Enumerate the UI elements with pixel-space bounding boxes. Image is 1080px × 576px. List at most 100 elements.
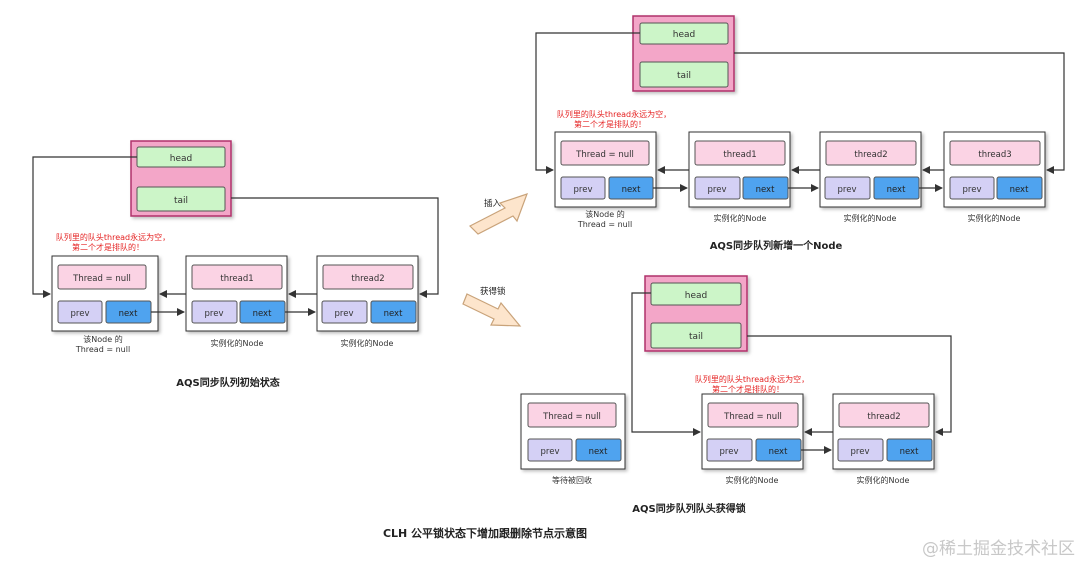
prev-field xyxy=(694,176,741,200)
thread-field xyxy=(838,402,930,428)
queue-note-line1: 队列里的队头thread永远为空， xyxy=(695,374,809,384)
tail-field xyxy=(650,322,742,349)
queue-note-line1: 队列里的队头thread永远为空， xyxy=(557,109,671,119)
queue-note-line2: 第二个才是排队的！ xyxy=(574,119,646,129)
queue-note-line2: 第二个才是排队的！ xyxy=(72,242,144,252)
watermark: @稀土掘金技术社区 xyxy=(922,539,1075,559)
prev-label: prev xyxy=(838,185,857,195)
tail-label: tail xyxy=(677,71,691,81)
prev-label: prev xyxy=(335,309,354,319)
node-caption: 实例化的Node xyxy=(857,475,910,485)
queue-note-line2: 第二个才是排队的！ xyxy=(712,384,784,394)
thread-field xyxy=(527,402,617,428)
insert-label: 插入 xyxy=(484,198,502,209)
prev-field xyxy=(57,300,103,324)
head-acquire-title: AQS同步队列队头获得锁 xyxy=(632,502,745,515)
thread-value: Thread = null xyxy=(542,412,601,422)
next-label: next xyxy=(756,185,775,195)
prev-label: prev xyxy=(71,309,90,319)
queue-note-line1: 队列里的队头thread永远为空， xyxy=(56,232,170,242)
next-label: next xyxy=(253,309,272,319)
thread-value: Thread = null xyxy=(575,150,634,160)
added-node-title: AQS同步队列新增一个Node xyxy=(710,239,843,252)
tail-pointer xyxy=(231,197,439,298)
prev-field xyxy=(321,300,368,324)
prev-label: prev xyxy=(708,185,727,195)
next-field xyxy=(996,176,1043,200)
thread-value: thread1 xyxy=(220,274,253,284)
next-field xyxy=(370,300,417,324)
tail-field xyxy=(639,61,729,88)
next-label: next xyxy=(589,447,608,457)
next-field xyxy=(575,438,622,462)
thread-value: thread2 xyxy=(351,274,384,284)
thread-value: thread2 xyxy=(867,412,900,422)
node-caption: 实例化的Node xyxy=(844,213,897,223)
thread-field xyxy=(57,264,147,290)
thread-value: thread3 xyxy=(978,150,1011,160)
head-pointer xyxy=(535,32,640,174)
next-label: next xyxy=(622,185,641,195)
prev-label: prev xyxy=(574,185,593,195)
head-label: head xyxy=(673,30,695,40)
tail-pointer xyxy=(734,52,1065,174)
head-label: head xyxy=(170,154,192,164)
head-field xyxy=(650,282,742,306)
prev-label: prev xyxy=(205,309,224,319)
next-label: next xyxy=(900,447,919,457)
prev-field xyxy=(824,176,871,200)
prev-label: prev xyxy=(851,447,870,457)
node-caption-line2: Thread = null xyxy=(75,345,130,354)
thread-field xyxy=(825,140,917,166)
head-pointer xyxy=(32,156,137,298)
tail-pointer xyxy=(747,335,952,436)
thread-value: thread2 xyxy=(854,150,887,160)
prev-label: prev xyxy=(541,447,560,457)
thread-value: Thread = null xyxy=(723,412,782,422)
prev-field xyxy=(706,438,753,462)
next-label: next xyxy=(887,185,906,195)
acquire-arrow: 获得锁 xyxy=(462,286,522,327)
node-caption-line1: 该Node 的 xyxy=(83,334,122,344)
acquire-label: 获得锁 xyxy=(480,286,506,297)
thread-value: Thread = null xyxy=(72,274,131,284)
head-acquire-panel: head tail 队列里的队头thread永远为空， 第二个才是排队的！ Th… xyxy=(520,275,952,515)
tail-label: tail xyxy=(689,332,703,342)
node-caption: 实例化的Node xyxy=(714,213,767,223)
node-caption: 等待被回收 xyxy=(552,475,592,485)
thread-field xyxy=(191,264,283,290)
head-pointer xyxy=(631,292,701,436)
added-node-panel: head tail 队列里的队头thread永远为空， 第二个才是排队的！ Th… xyxy=(535,15,1065,252)
tail-field xyxy=(136,186,226,212)
thread-field xyxy=(322,264,414,290)
thread-field xyxy=(560,140,650,166)
main-title: CLH 公平锁状态下增加跟删除节点示意图 xyxy=(383,526,587,540)
thread-value: thread1 xyxy=(723,150,756,160)
node-caption: 实例化的Node xyxy=(726,475,779,485)
prev-field xyxy=(191,300,238,324)
tail-label: tail xyxy=(174,196,188,206)
insert-arrow: 插入 xyxy=(468,193,528,235)
initial-state-panel: head tail 队列里的队头thread永远为空， 第二个才是排队的！ Th… xyxy=(32,140,439,389)
node-caption: 实例化的Node xyxy=(968,213,1021,223)
next-label: next xyxy=(384,309,403,319)
next-label: next xyxy=(119,309,138,319)
prev-field xyxy=(560,176,606,200)
prev-field xyxy=(837,438,884,462)
prev-field xyxy=(527,438,573,462)
prev-field xyxy=(949,176,995,200)
initial-state-title: AQS同步队列初始状态 xyxy=(176,376,279,389)
head-label: head xyxy=(685,291,707,301)
node-caption: 实例化的Node xyxy=(341,338,394,348)
node-caption: 实例化的Node xyxy=(211,338,264,348)
thread-field xyxy=(707,402,799,428)
next-field xyxy=(886,438,933,462)
thread-field xyxy=(694,140,786,166)
node-caption-line1: 该Node 的 xyxy=(585,209,624,219)
prev-label: prev xyxy=(720,447,739,457)
next-label: next xyxy=(1010,185,1029,195)
node-caption-line2: Thread = null xyxy=(577,220,632,229)
thread-field xyxy=(949,140,1041,166)
next-label: next xyxy=(769,447,788,457)
